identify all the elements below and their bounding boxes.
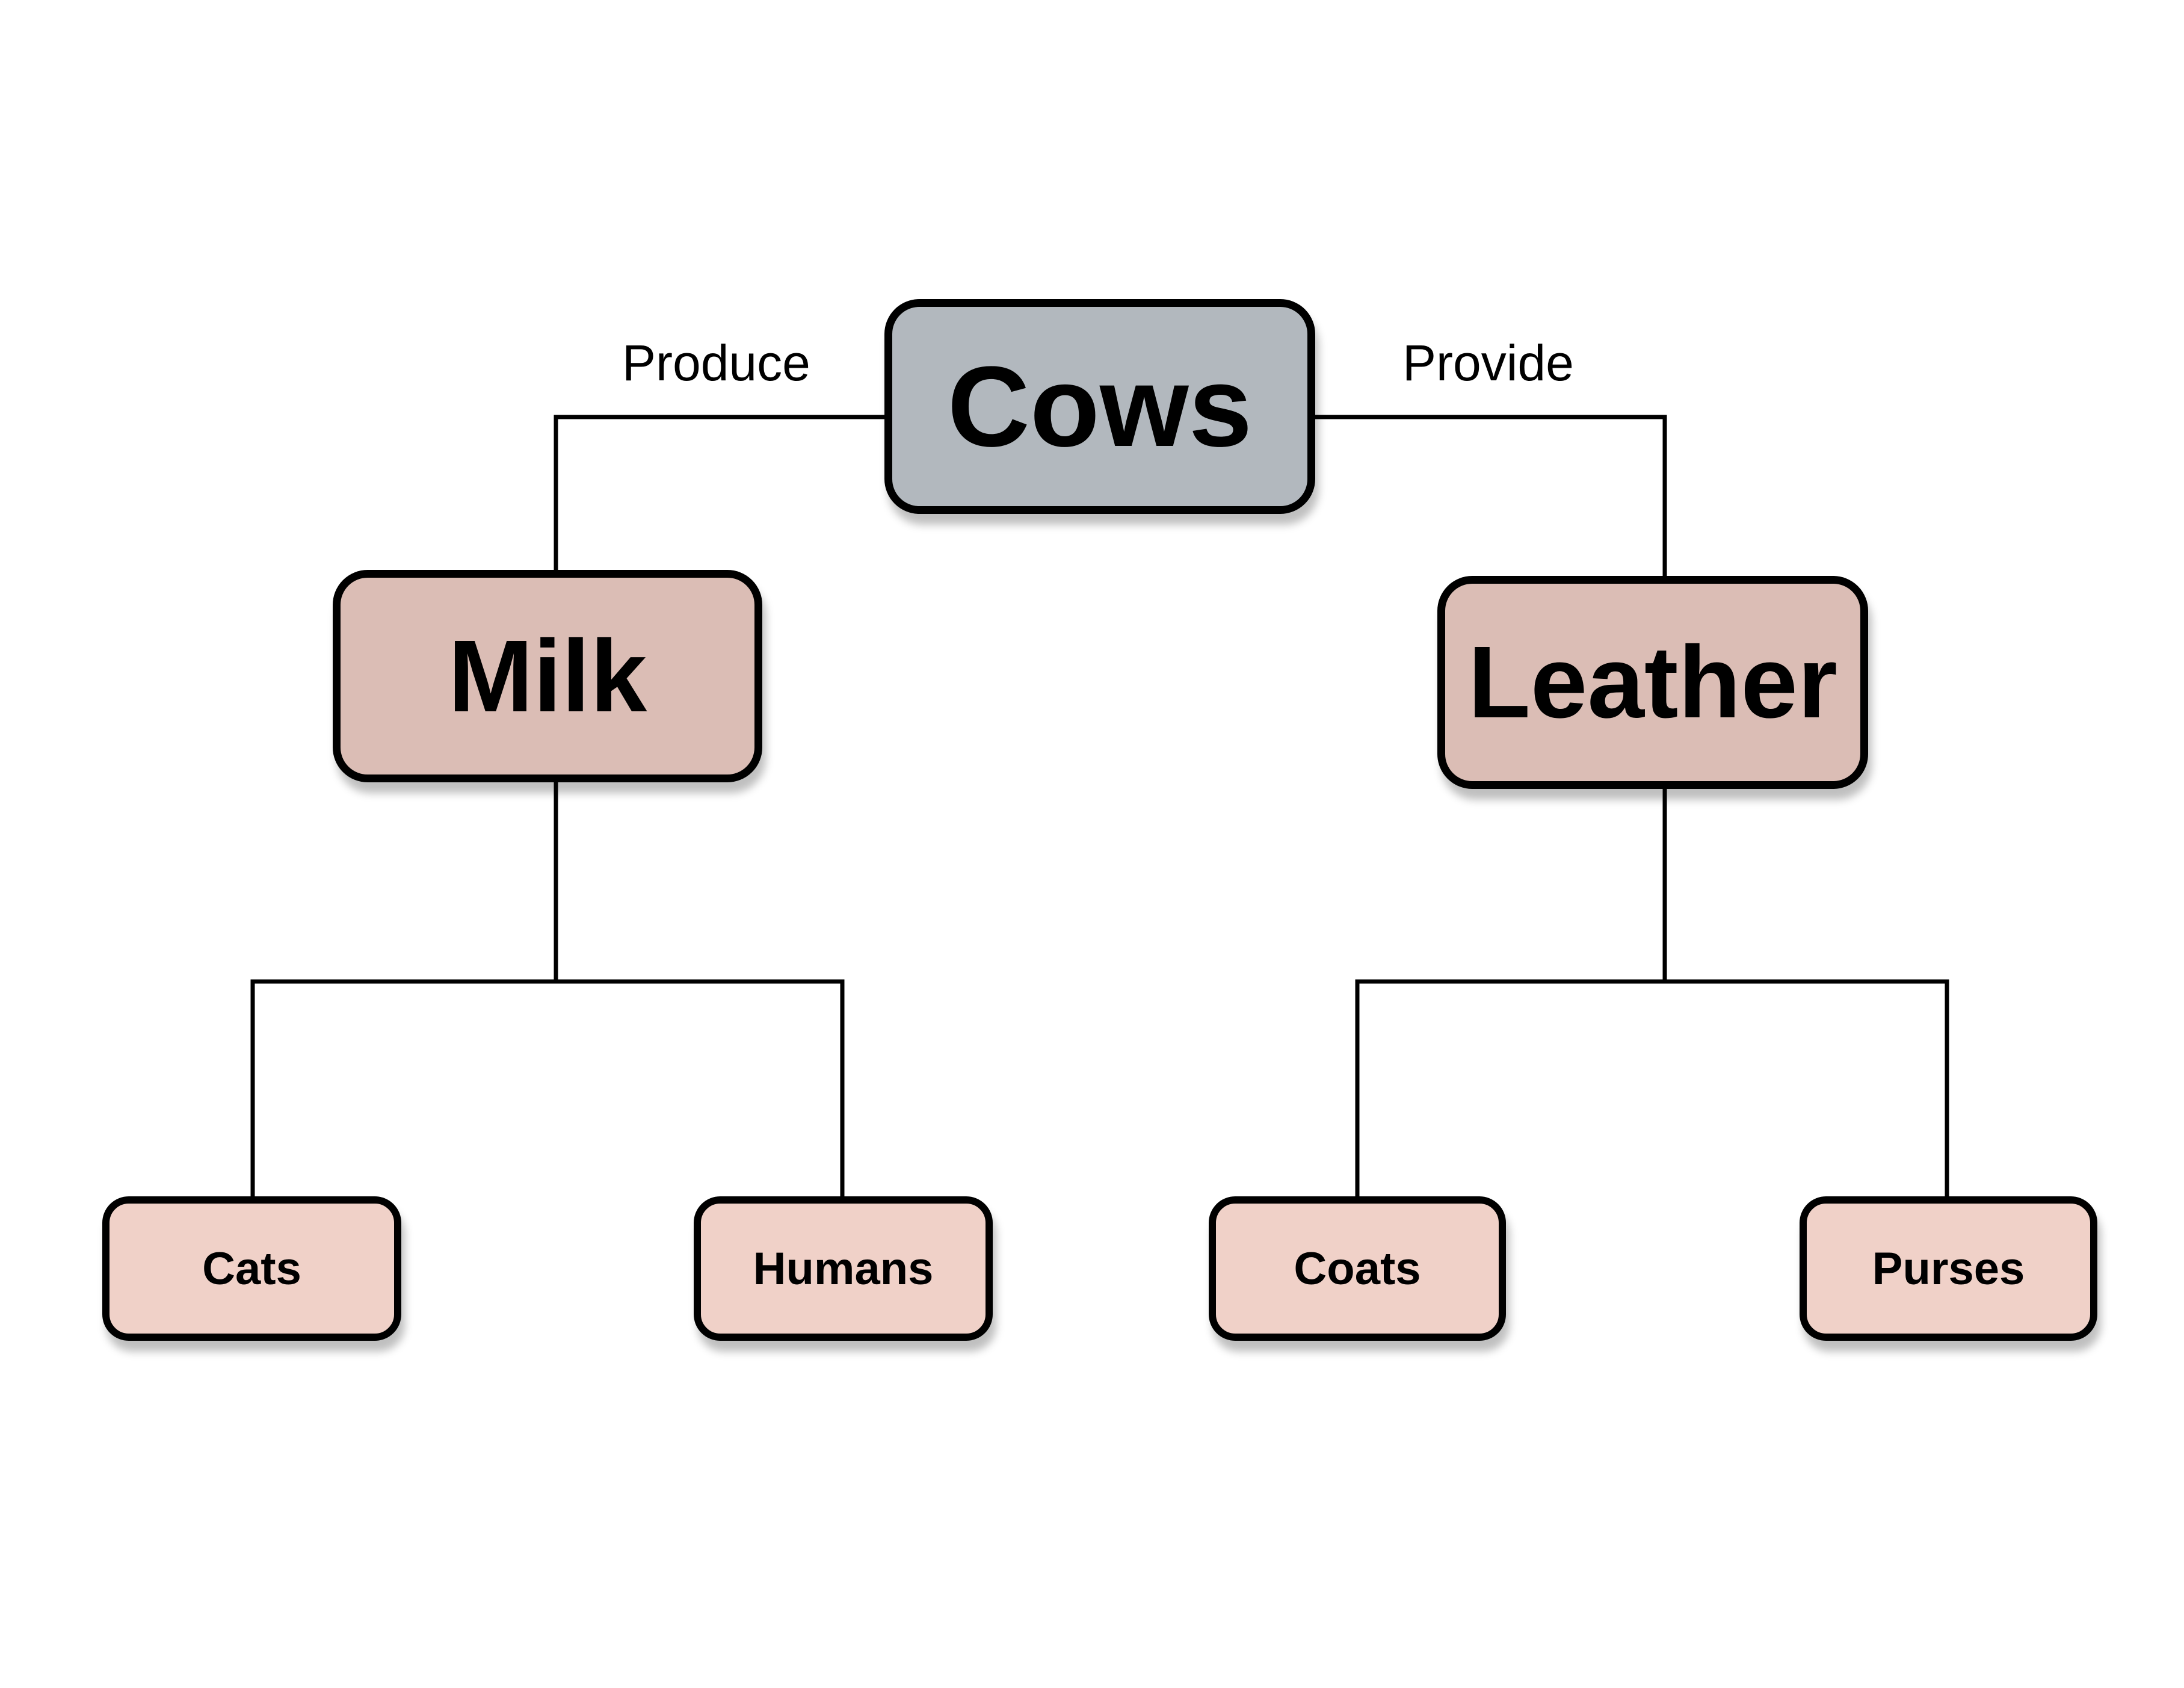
edge-cows-milk: [554, 415, 887, 572]
node-label: Leather: [1467, 625, 1838, 740]
node-leather: Leather: [1437, 576, 1868, 789]
node-coats: Coats: [1209, 1196, 1506, 1341]
edge-milk-cats-humans: [250, 979, 845, 1198]
node-cats: Cats: [102, 1196, 401, 1341]
node-purses: Purses: [1800, 1196, 2097, 1341]
node-label: Cows: [947, 342, 1253, 471]
node-milk: Milk: [333, 570, 762, 782]
node-label: Coats: [1294, 1243, 1421, 1294]
node-label: Cats: [202, 1243, 301, 1294]
edge-leather-coats-purses: [1355, 979, 1949, 1198]
node-label: Milk: [448, 619, 647, 734]
node-humans: Humans: [694, 1196, 993, 1341]
edge-label-provide: Provide: [1402, 335, 1574, 391]
node-label: Humans: [753, 1243, 934, 1294]
edge-label-produce: Produce: [622, 335, 810, 391]
node-label: Purses: [1872, 1243, 2025, 1294]
node-cows: Cows: [884, 299, 1315, 514]
edge-cows-leather: [1312, 415, 1667, 578]
